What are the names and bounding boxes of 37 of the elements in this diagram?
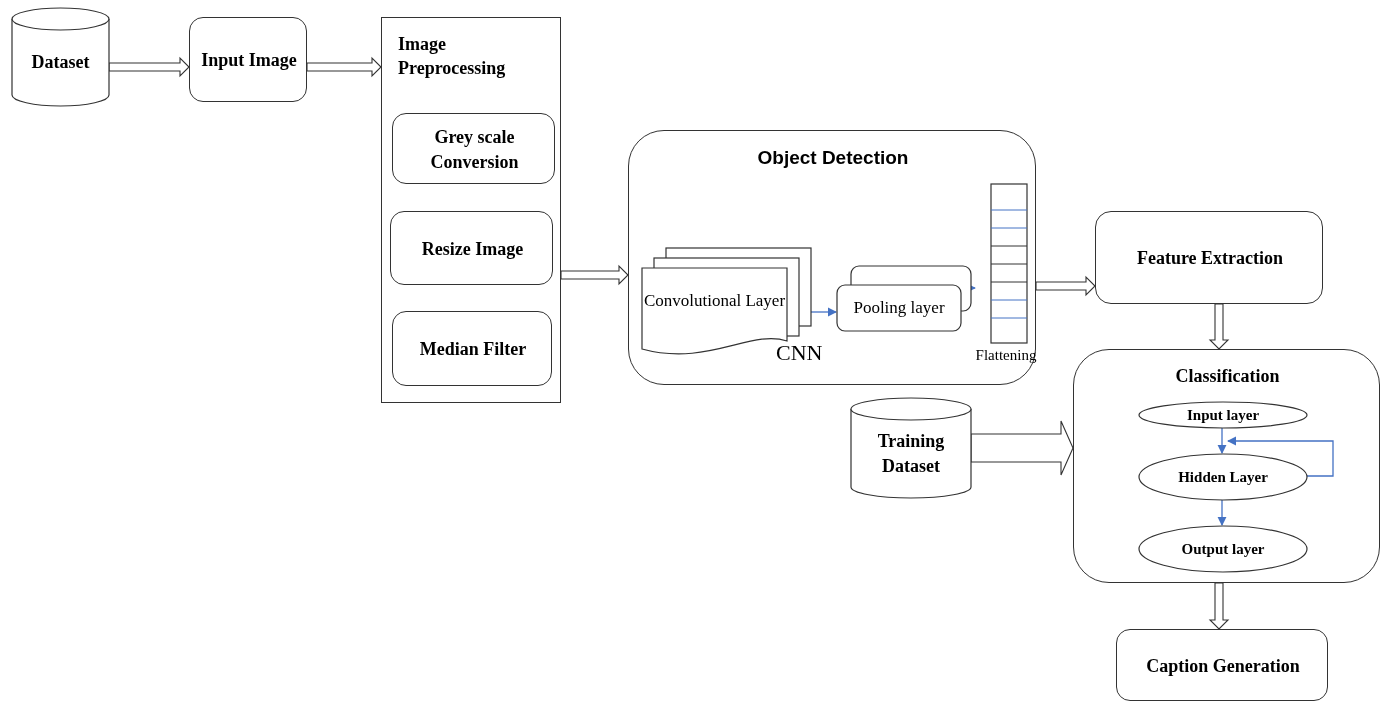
node-label: Input layer xyxy=(1186,405,1260,425)
block-arrow xyxy=(970,420,1074,476)
node-label: Resize Image xyxy=(421,237,524,261)
node-label: Pooling layer xyxy=(853,297,945,319)
node-label: Flattening xyxy=(975,346,1037,364)
node-label: Output layer xyxy=(1181,539,1265,559)
node-label: Median Filter xyxy=(419,338,527,362)
node-label: Dataset xyxy=(31,51,90,75)
block-arrow xyxy=(1208,303,1230,350)
process-box xyxy=(1095,211,1323,304)
process-box xyxy=(189,17,307,102)
block-arrow xyxy=(560,264,629,286)
block-arrow xyxy=(108,56,190,78)
network-type-label: CNN xyxy=(776,340,823,367)
panel-heading: Classification xyxy=(1175,365,1280,388)
node-label: Grey scale Conversion xyxy=(429,126,520,174)
node-label: Hidden Layer xyxy=(1178,467,1268,487)
process-box xyxy=(392,113,555,184)
process-box xyxy=(1116,629,1328,701)
block-arrow xyxy=(306,56,382,78)
panel-heading: Object Detection xyxy=(757,146,909,170)
arrow xyxy=(1217,426,1227,454)
process-box xyxy=(392,311,552,386)
node-label: Input Image xyxy=(201,49,297,73)
node-label: Feature Extraction xyxy=(1136,247,1284,271)
node-label: Training Dataset xyxy=(876,430,946,478)
block-arrow xyxy=(1208,582,1230,630)
group-panel xyxy=(628,130,1036,385)
node-label: Caption Generation xyxy=(1146,654,1300,678)
process-box xyxy=(390,211,553,285)
panel-heading: Image Preprocessing xyxy=(398,33,507,81)
arrow xyxy=(1217,498,1227,526)
group-panel xyxy=(381,17,561,403)
block-arrow xyxy=(1035,275,1096,297)
arrow xyxy=(1227,436,1334,477)
group-panel xyxy=(1073,349,1380,583)
node-label: Convolutional Layer xyxy=(643,291,786,312)
